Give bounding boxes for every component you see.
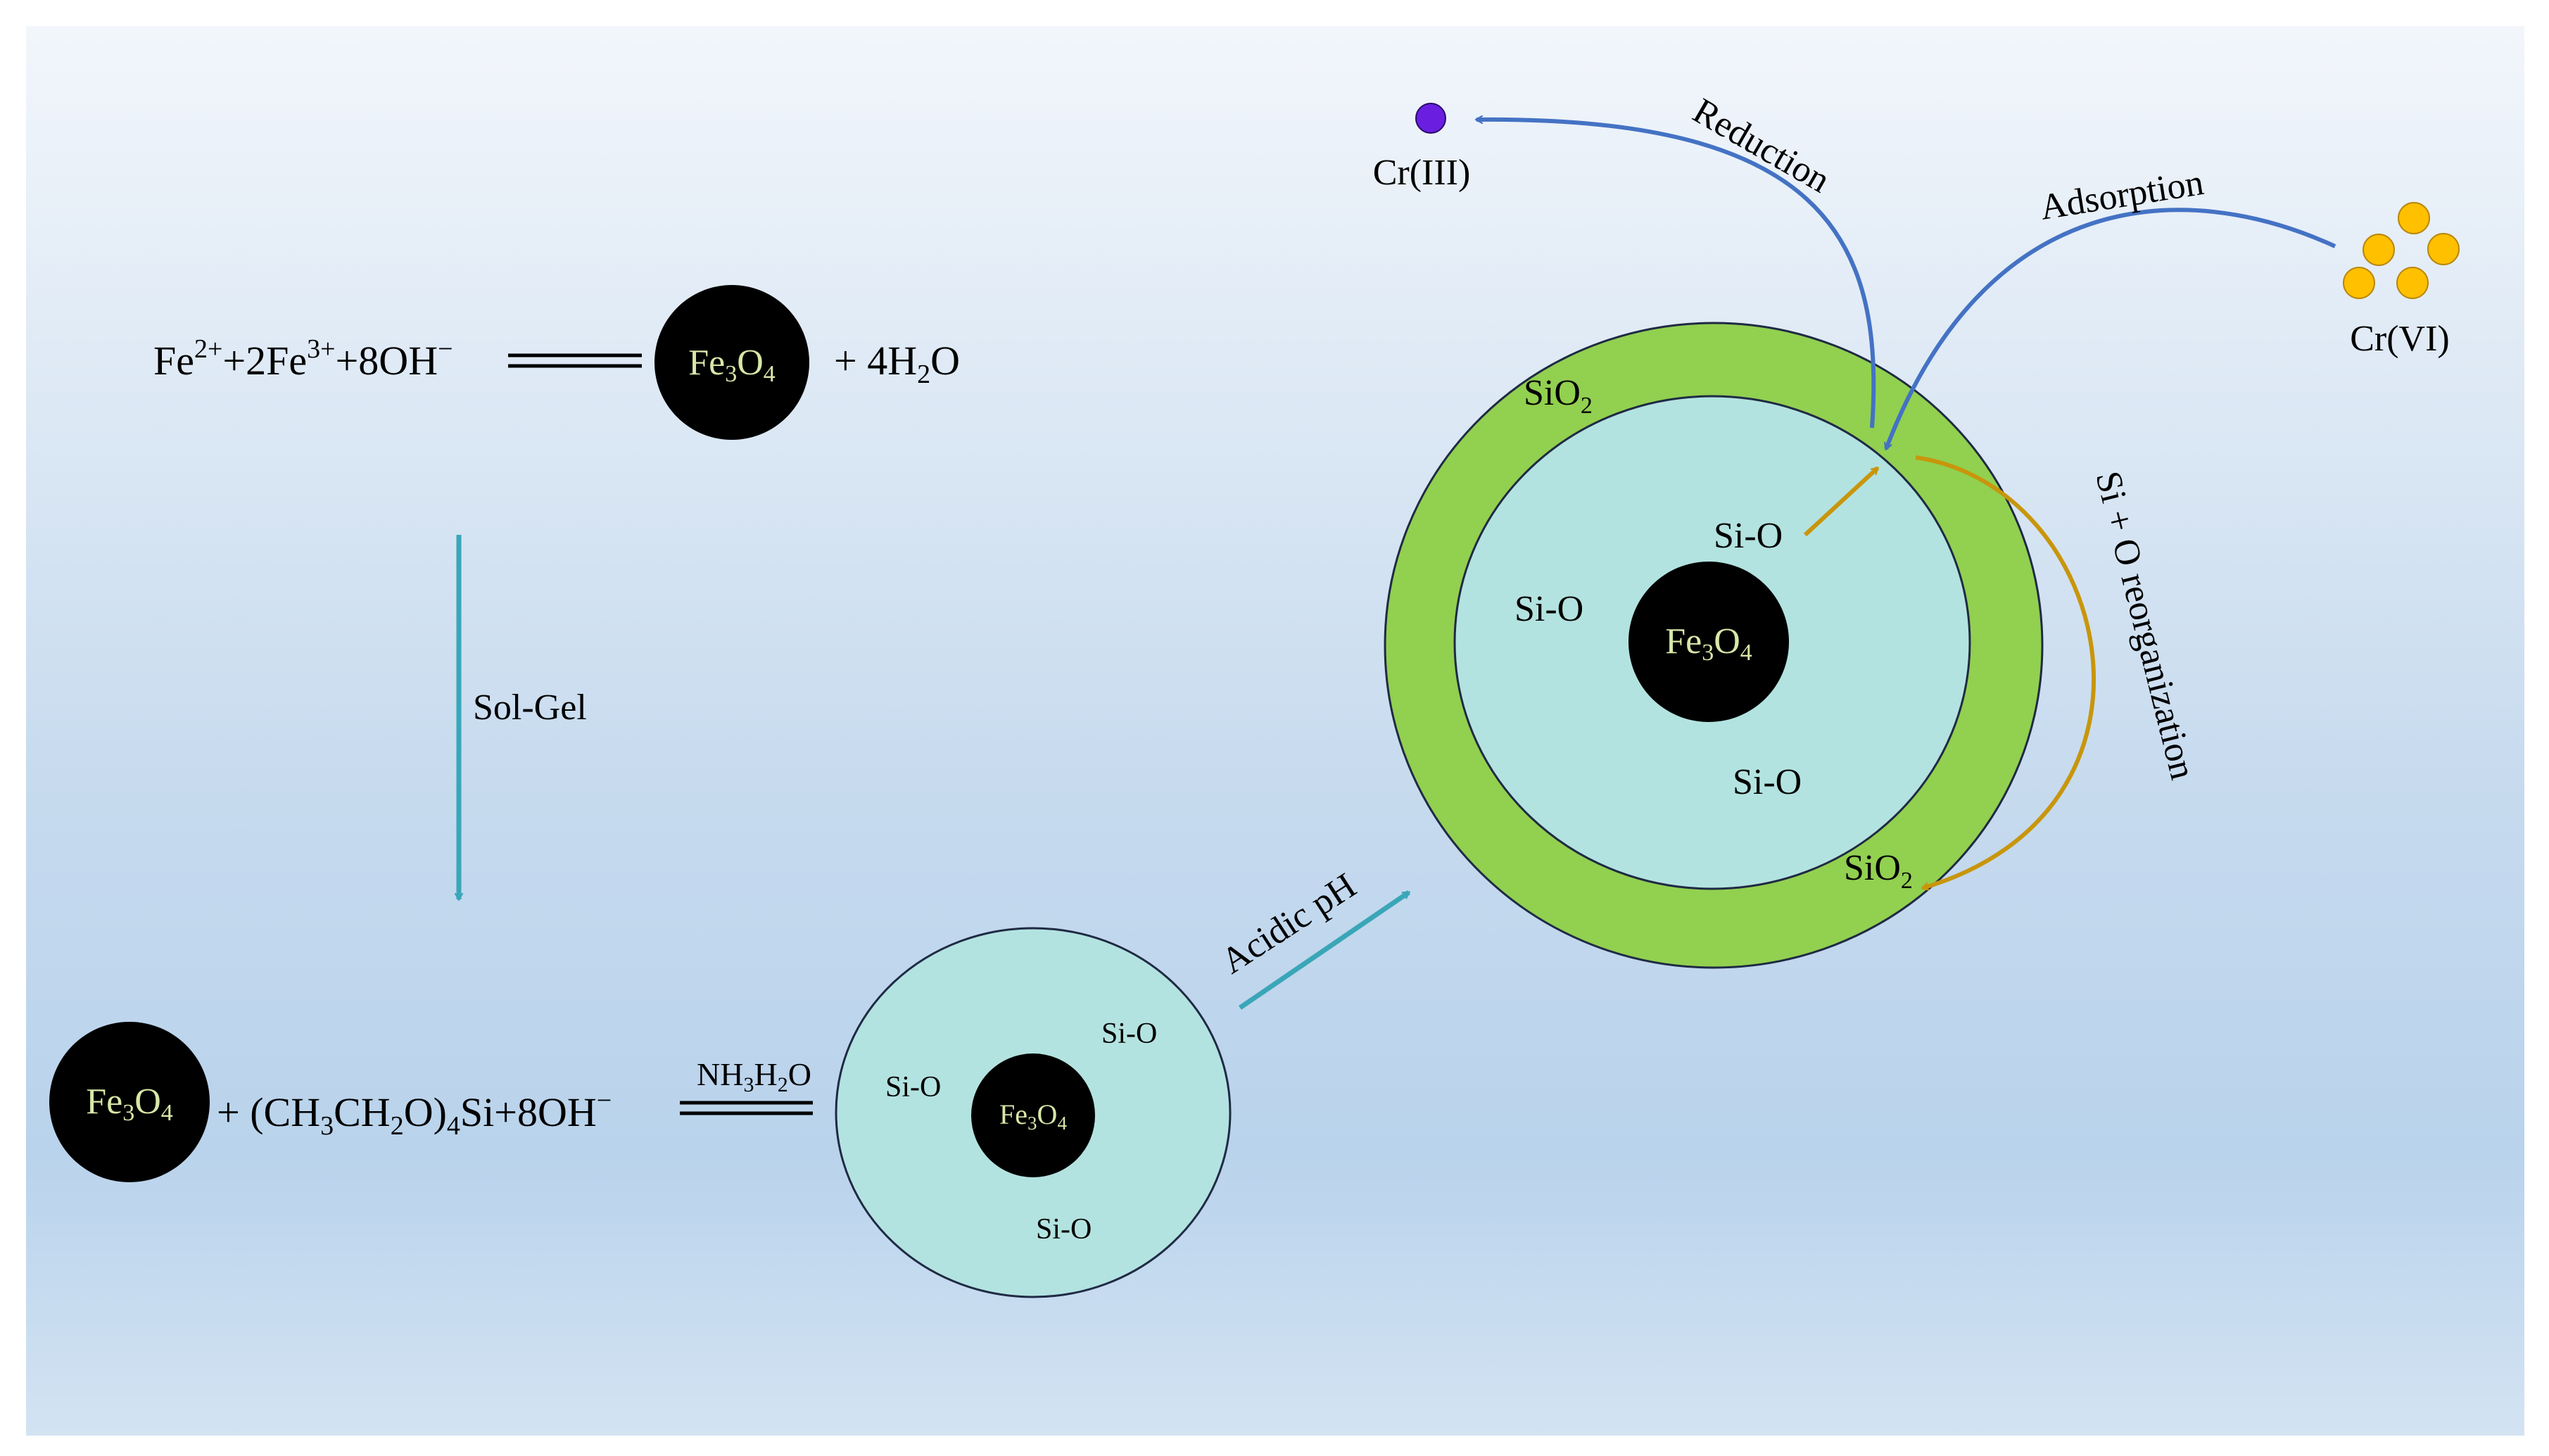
equation-silica-coating: Fe3O4 + (CH3CH2O)4Si+8OH− NH3H2O — [49, 1022, 813, 1182]
silica-label-top: SiO2 — [1524, 373, 1593, 419]
magnetite-core-small-label: Fe3O4 — [999, 1099, 1067, 1134]
silanol-label-large-top: Si-O — [1714, 516, 1783, 556]
background-panel — [26, 26, 2524, 1436]
magnetite-core-small — [971, 1053, 1095, 1177]
reduction-arrow — [1476, 120, 1876, 429]
magnetite-particle-1 — [654, 285, 809, 440]
silica-coated-particle: Fe3O4 Si-O Si-O Si-O — [835, 927, 1232, 1298]
magnetite-label-1: Fe3O4 — [688, 343, 776, 387]
silanol-migration-arrow — [1803, 466, 1880, 537]
silanol-label-small-bottom: Si-O — [1036, 1213, 1092, 1246]
catalyst-label: NH3H2O — [697, 1056, 811, 1096]
acidic-ph-arrow — [1239, 890, 1410, 1010]
silanol-label-large-bottom: Si-O — [1733, 762, 1802, 802]
cr3-label: Cr(III) — [1373, 153, 1471, 193]
reorganized-particle: Fe3O4 SiO2 SiO2 Si-O Si-O Si-O — [1384, 322, 2044, 969]
cr6-ion — [2398, 202, 2430, 234]
magnetite-core-large-label: Fe3O4 — [1665, 621, 1752, 666]
cr6-ion — [2427, 233, 2460, 265]
cr6-ion — [2363, 234, 2395, 266]
magnetite-particle-2 — [49, 1022, 210, 1182]
equation-1-reactants: Fe2++2Fe3++8OH− — [153, 334, 453, 384]
sol-gel-label: Sol-Gel — [473, 688, 587, 728]
silica-label-bottom: SiO2 — [1844, 848, 1913, 894]
silanol-label-small-left: Si-O — [885, 1071, 941, 1103]
equation-2-reagents: + (CH3CH2O)4Si+8OH− — [217, 1086, 612, 1141]
cr3-ion — [1415, 103, 1446, 134]
magnetite-core-large — [1628, 562, 1789, 722]
cr6-ion-cluster — [2343, 202, 2460, 299]
reorganization-arrow — [1915, 455, 2096, 888]
sol-gel-step: Sol-Gel — [459, 535, 587, 899]
equation-1-byproduct: + 4H2O — [834, 338, 960, 389]
cr6-ion — [2343, 267, 2375, 299]
cr6-label: Cr(VI) — [2350, 319, 2450, 359]
adsorption-arrow — [1886, 208, 2336, 449]
cr6-ion — [2396, 267, 2429, 299]
equation-magnetite-formation: Fe2++2Fe3++8OH− Fe3O4 + 4H2O — [153, 285, 960, 440]
silanol-label-large-left: Si-O — [1514, 589, 1583, 629]
magnetite-label-2: Fe3O4 — [86, 1082, 173, 1126]
silanol-label-small-top: Si-O — [1101, 1018, 1157, 1050]
